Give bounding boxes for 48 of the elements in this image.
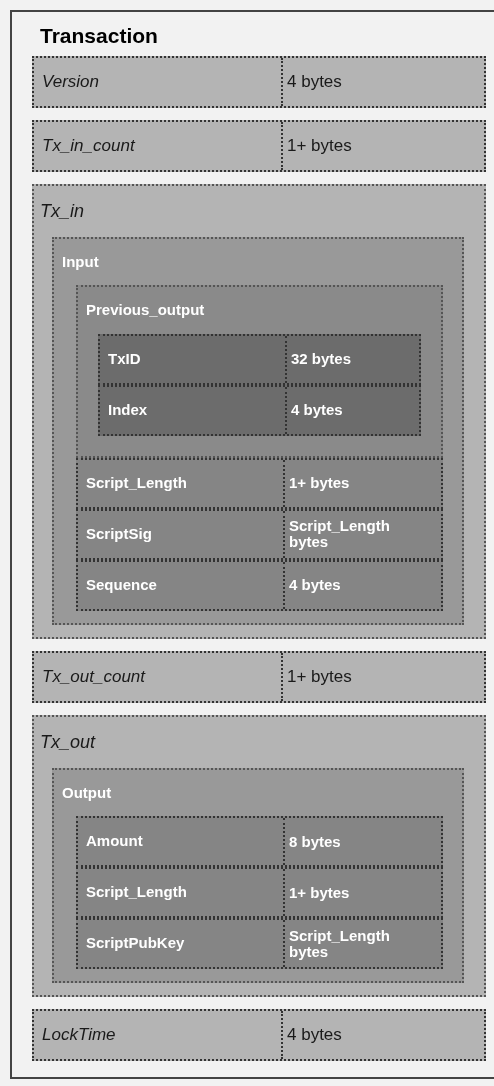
field-size: 32 bytes — [291, 351, 352, 367]
field-row — [76, 559, 443, 611]
field-size: 1+ bytes — [289, 884, 350, 901]
field-name: TxID — [108, 348, 141, 369]
field-name: Tx_out_count — [42, 665, 145, 688]
field-name: Amount — [86, 831, 143, 852]
field-size: Script_Length bytes — [289, 518, 391, 550]
group-title: Output — [62, 782, 113, 803]
field-row — [32, 55, 486, 108]
field-row — [76, 867, 443, 918]
field-size: 4 bytes — [291, 402, 343, 418]
field-name: Tx_in_count — [42, 134, 135, 157]
field-size: Script_Length bytes — [289, 927, 391, 960]
field-size: 4 bytes — [287, 72, 342, 91]
field-row — [76, 457, 443, 509]
field-row — [98, 384, 421, 436]
group-box — [32, 714, 486, 997]
group-box — [52, 236, 464, 625]
field-name: Version — [42, 70, 99, 93]
frame-title: Transaction — [39, 23, 159, 49]
group-title: Tx_out — [40, 730, 97, 754]
field-row — [32, 650, 486, 703]
field-row — [32, 119, 486, 172]
group-title: Previous_output — [86, 300, 206, 320]
field-name: Index — [108, 399, 148, 420]
field-name: Script_Length — [86, 472, 187, 493]
group-box — [52, 767, 464, 983]
field-name: Sequence — [86, 574, 157, 595]
group-box — [32, 183, 486, 639]
field-row — [76, 918, 443, 969]
field-name: Script_Length — [86, 882, 187, 903]
field-name: ScriptPubKey — [86, 933, 185, 954]
field-size: 4 bytes — [289, 577, 341, 593]
field-name: LockTime — [42, 1024, 116, 1047]
group-title: Tx_in — [40, 199, 85, 223]
field-size: 1+ bytes — [289, 475, 350, 491]
group-box — [76, 285, 443, 458]
structure-frame — [10, 10, 494, 1079]
field-row — [32, 1009, 486, 1061]
group-title: Input — [62, 251, 100, 272]
field-row — [76, 508, 443, 560]
field-size: 4 bytes — [287, 1026, 342, 1044]
field-size: 8 bytes — [289, 833, 341, 850]
field-name: ScriptSig — [86, 523, 152, 544]
field-row — [98, 333, 421, 385]
field-row — [76, 816, 443, 867]
field-size: 1+ bytes — [287, 667, 352, 686]
field-size: 1+ bytes — [287, 136, 352, 155]
